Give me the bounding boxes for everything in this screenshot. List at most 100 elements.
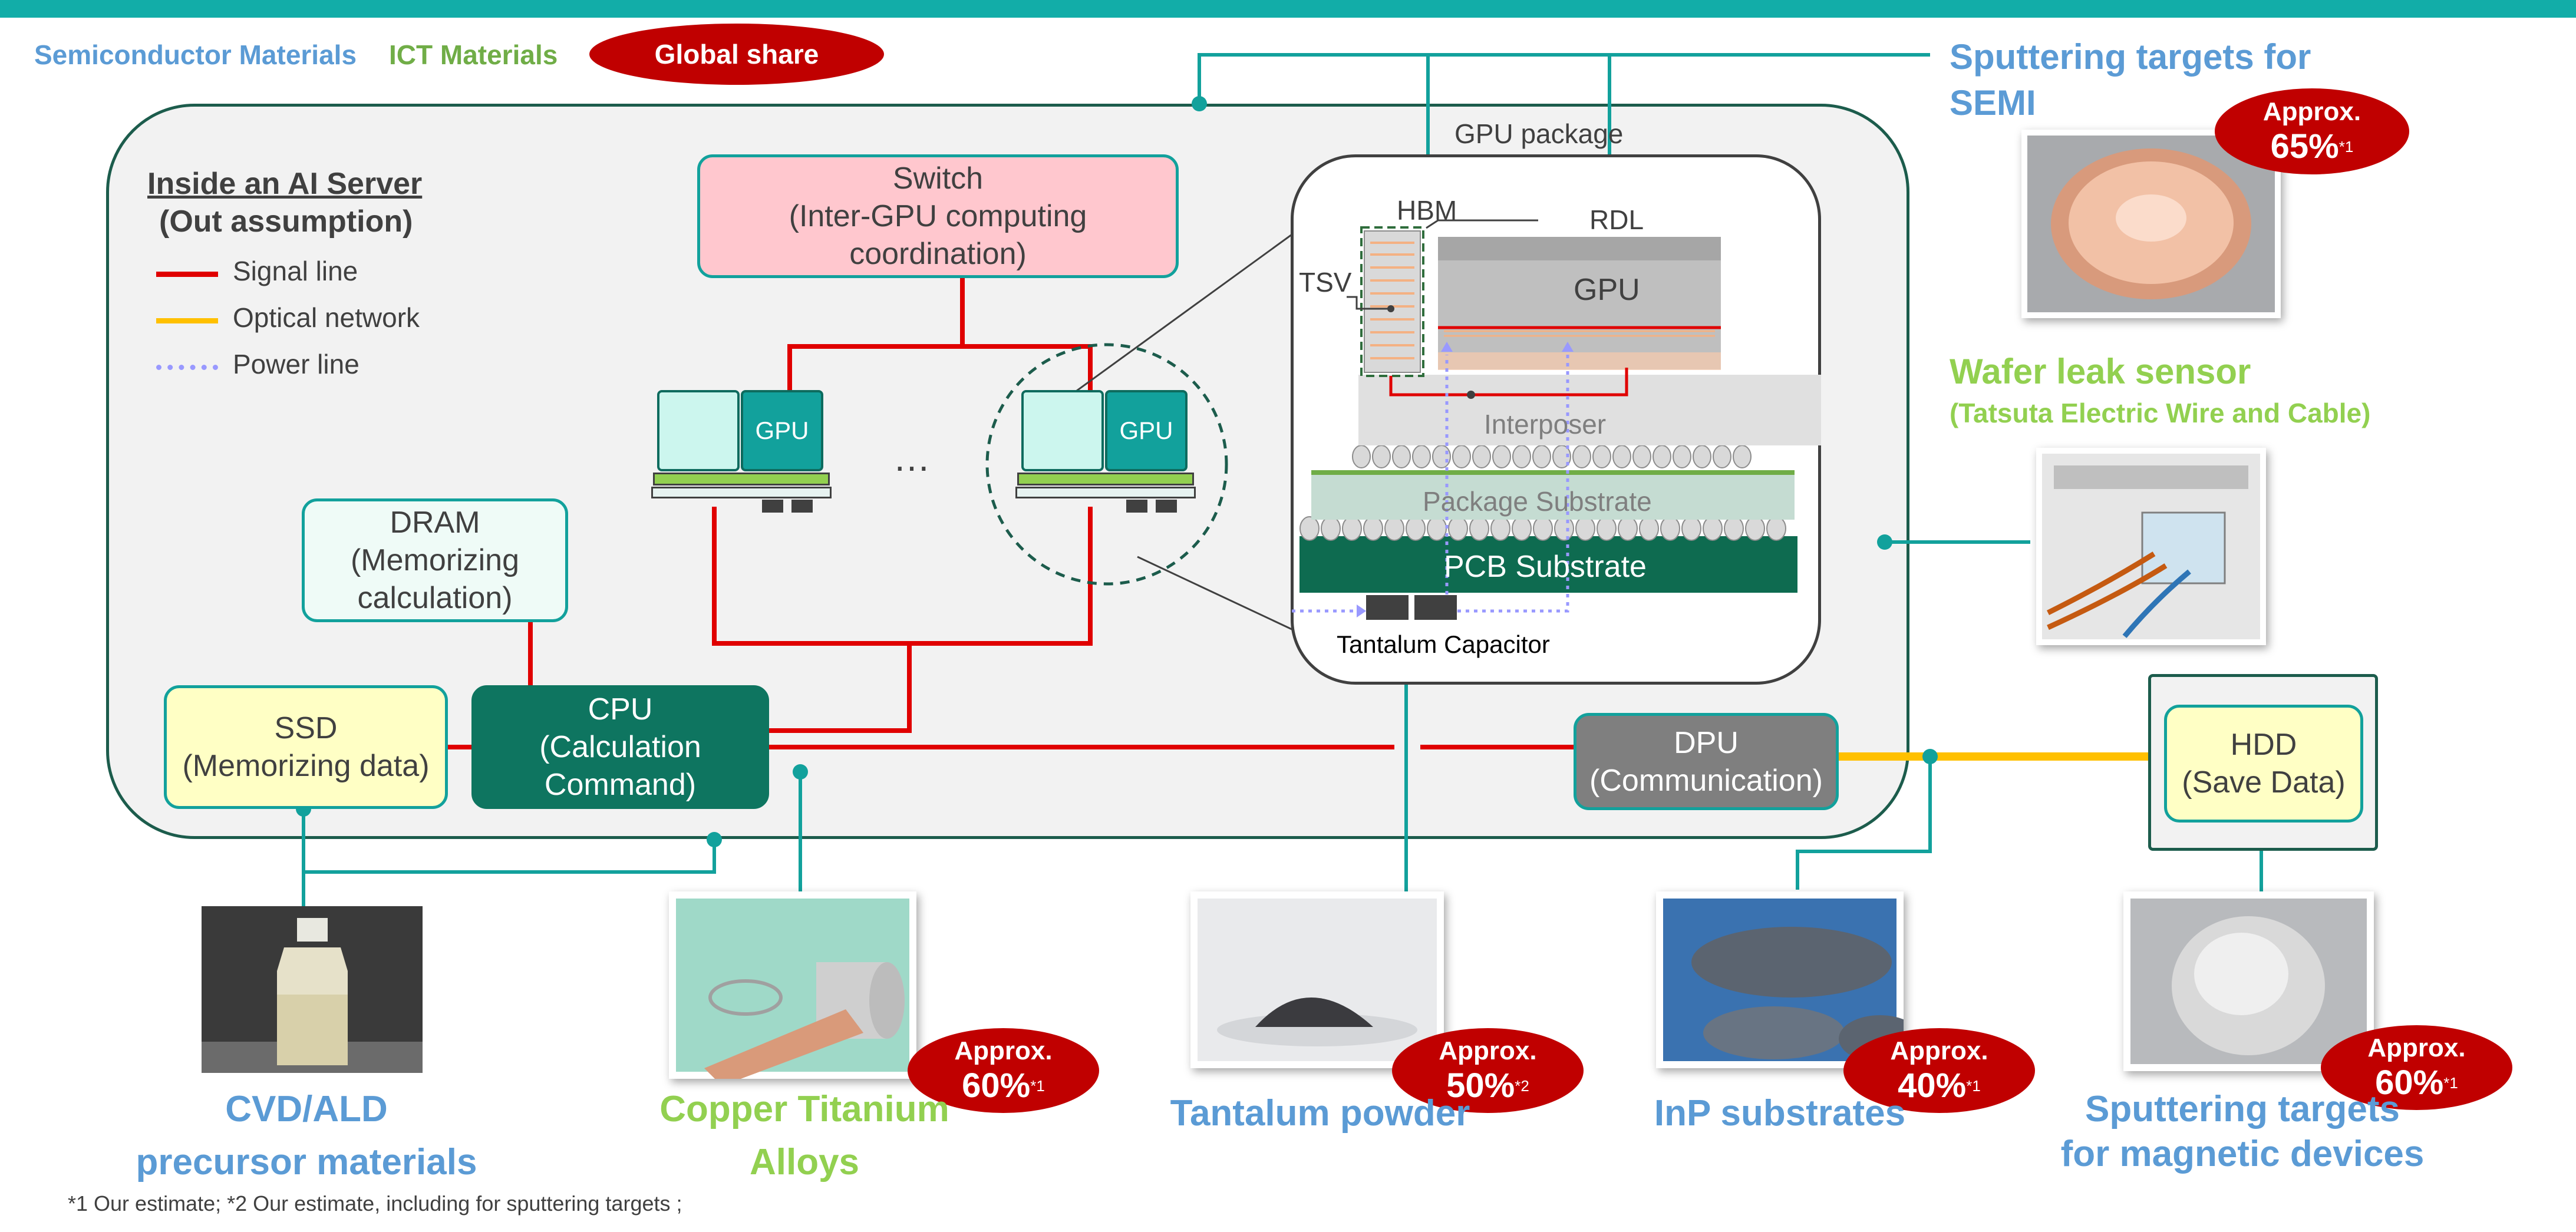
copper-titanium-share-value: 60%*1 [962,1066,1045,1105]
cvd-ald-photo [202,906,423,1073]
inp-substrates-share-value: 40%*1 [1898,1066,1981,1105]
wafer-leak-sensor-photo [2036,448,2266,645]
tsv-label: TSV [1299,267,1352,298]
sputtering-semi-approx: Approx. [2262,97,2361,126]
dram-box: DRAM (Memorizing calculation) [302,498,568,622]
tantalum-powder-approx: Approx. [1439,1036,1537,1065]
dpu-title: DPU [1674,725,1739,760]
dpu-box: DPU (Communication) [1574,713,1839,810]
legend-power-line-label: Power line [233,349,359,379]
hbm-label: HBM [1397,195,1457,226]
copper-titanium-title: Copper Titanium Alloys [613,1083,996,1189]
gpu-module-2-memory [1021,390,1104,471]
package-substrate-layer [1311,473,1795,520]
sputtering-magnetic-title-line2: for magnetic devices [2060,1134,2425,1174]
switch-title: Switch [892,161,984,196]
gpu-module-2: GPU [1015,389,1196,513]
copper-titanium-approx: Approx. [954,1036,1053,1065]
bottom-solder-balls [1299,516,1786,541]
cpu-box: CPU (Calculation Command) [471,685,769,809]
interposer-bumps [1352,445,1752,468]
gpu-module-1-chip: GPU [741,390,823,471]
ssd-box: SSD (Memorizing data) [164,685,448,809]
gpu-package-title: GPU package [1454,118,1624,149]
gpu-package-cross-section [1291,219,1821,620]
footnote: *1 Our estimate; *2 Our estimate, includ… [68,1191,682,1216]
gpu-module-1: GPU [651,389,832,513]
dpu-desc: (Communication) [1589,763,1823,798]
gpu-module-2-board-top [1017,473,1194,485]
tantalum-capacitor-2 [1414,595,1457,620]
sputtering-magnetic-title-line1: Sputtering targets [2085,1089,2400,1129]
sputtering-semi-title-line2: SEMI [1950,83,2036,123]
switch-desc-line1: (Inter-GPU computing [789,199,1087,233]
copper-titanium-photo [669,891,916,1079]
switch-desc-line2: coordination) [849,237,1027,271]
pcb-substrate-layer [1299,536,1797,593]
legend-ict-materials: ICT Materials [389,39,558,70]
ssd-title: SSD [274,711,338,745]
gpu-module-1-capacitor [791,500,813,513]
tantalum-powder-photo [1190,891,1444,1068]
gpu-module-1-board-top [653,473,830,485]
legend-optical-network-label: Optical network [233,302,420,333]
gpu-module-ellipsis: … [893,437,931,479]
copper-titanium-title-line2: Alloys [749,1142,860,1183]
power-line-swatch [156,365,218,370]
top-accent-bar [0,0,2576,18]
cpu-desc-line2: Command) [544,768,697,802]
sputtering-magnetic-share-badge: Approx. 60%*1 [2321,1025,2512,1110]
gpu-die-label: GPU [1574,273,1640,307]
sputtering-semi-title-line1: Sputtering targets for [1950,37,2311,77]
gpu-module-2-chip: GPU [1105,390,1188,471]
sputtering-semi-share-value: 65%*1 [2270,127,2354,166]
legend-semiconductor-materials: Semiconductor Materials [34,39,357,70]
gpu-module-2-board [1015,487,1196,498]
dram-desc-line1: (Memorizing [350,543,520,577]
inp-substrates-approx: Approx. [1890,1036,1988,1065]
hdd-title: HDD [2230,728,2297,762]
wafer-leak-sensor-title: Wafer leak sensor [1950,352,2251,391]
copper-titanium-share-badge: Approx. 60%*1 [908,1028,1099,1113]
switch-box: Switch (Inter-GPU computing coordination… [697,154,1179,278]
hdd-box: HDD (Save Data) [2164,705,2363,823]
hdd-desc: (Save Data) [2182,765,2346,800]
inside-ai-server-title: Inside an AI Server [147,167,423,201]
interposer-label: Interposer [1484,409,1607,440]
gpu-module-2-capacitor [1126,500,1147,513]
rdl-label: RDL [1589,204,1644,235]
sputtering-magnetic-approx: Approx. [2367,1033,2466,1062]
sputtering-semi-share-badge: Approx. 65%*1 [2215,88,2409,174]
tantalum-powder-share-badge: Approx. 50%*2 [1392,1028,1584,1113]
cvd-ald-title-line2: precursor materials [136,1142,477,1183]
inp-substrates-share-badge: Approx. 40%*1 [1843,1028,2035,1113]
inp-substrates-title: InP substrates [1654,1093,1906,1134]
sputtering-magnetic-photo [2123,891,2374,1071]
cpu-desc-line1: (Calculation [539,730,701,764]
gpu-module-1-memory [657,390,740,471]
signal-line-swatch [156,272,218,277]
optical-network-swatch [156,318,218,323]
package-substrate-label: Package Substrate [1423,486,1652,517]
sputtering-semi-photo [2021,130,2281,318]
dram-desc-line2: calculation) [357,581,513,615]
cvd-ald-title: CVD/ALD precursor materials [103,1083,510,1189]
gpu-module-2-capacitor [1156,500,1177,513]
legend-global-share-badge: Global share [589,24,884,85]
ssd-desc: (Memorizing data) [182,749,430,783]
gpu-module-1-board [651,487,832,498]
dram-title: DRAM [390,506,480,540]
cpu-title: CPU [588,692,653,726]
gpu-module-1-capacitor [762,500,783,513]
interposer-layer [1358,375,1821,445]
inp-substrates-photo [1656,891,1904,1068]
pcb-substrate-label: PCB Substrate [1444,550,1647,584]
legend-signal-line-label: Signal line [233,256,358,286]
sputtering-magnetic-share-value: 60%*1 [2375,1063,2458,1102]
tantalum-capacitor-label: Tantalum Capacitor [1337,630,1550,658]
cvd-ald-title-line1: CVD/ALD [225,1089,388,1129]
inside-ai-server-subtitle: (Out assumption) [159,204,413,239]
hbm-stack [1364,230,1421,373]
sputtering-magnetic-title: Sputtering targets for magnetic devices [2021,1087,2463,1177]
